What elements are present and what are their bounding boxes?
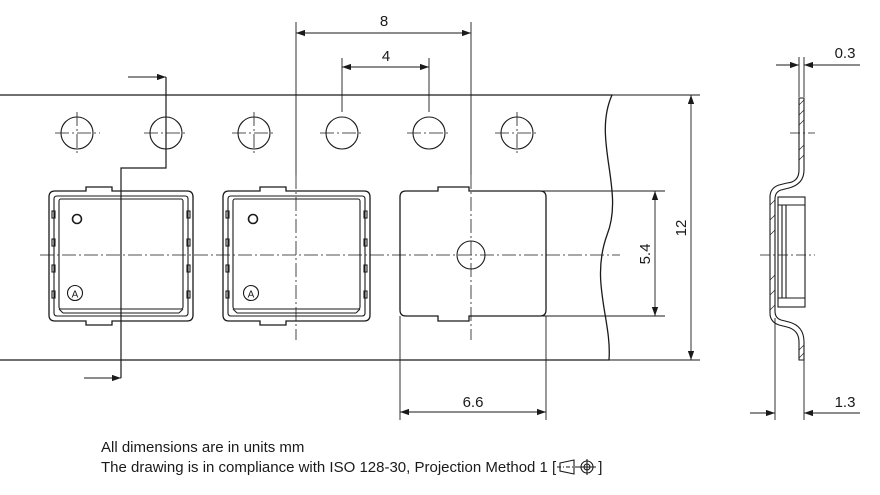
dim-5-4-label: 5.4 [637,244,654,265]
dim-8 [295,22,472,175]
side-tabs [225,210,368,299]
marking-label: A [248,290,255,301]
dim-0-3 [776,57,860,97]
dim-12 [609,94,700,361]
dim-12-label: 12 [673,220,690,237]
component-2 [222,186,371,326]
units-note: All dimensions are in units mm [101,439,305,456]
section-center-lines [760,132,815,256]
pocket-outline [48,186,194,326]
dim-4-label: 4 [382,48,390,65]
dim-0-3-label: 0.3 [835,45,856,62]
dim-4 [341,58,430,112]
pin1-marker [247,213,259,225]
dim-5-4 [469,190,665,317]
side-tabs [51,210,191,299]
marking-label: A [72,290,79,301]
projection-note-close: ] [598,459,603,476]
dim-6-6 [399,316,547,420]
pin1-marker [71,213,83,225]
dim-1-3 [750,318,860,420]
section-hatch [769,99,805,359]
marking-circle [242,284,260,302]
section-component [777,196,806,308]
marking-circle [66,284,84,302]
dim-6-6-label: 6.6 [463,394,484,411]
pocket-outline [222,186,371,326]
dim-8-label: 8 [380,13,388,30]
component-body [232,198,361,310]
projection-note: The drawing is in compliance with ISO 12… [101,459,602,476]
marking-labels: A A [72,290,255,301]
projection-note-text: The drawing is in compliance with ISO 12… [101,459,557,476]
pocket-outline [399,186,547,322]
dim-1-3-label: 1.3 [835,394,856,411]
section-cut-line [120,77,167,378]
first-angle-projection-icon [557,459,597,475]
tape-outline [0,94,614,361]
